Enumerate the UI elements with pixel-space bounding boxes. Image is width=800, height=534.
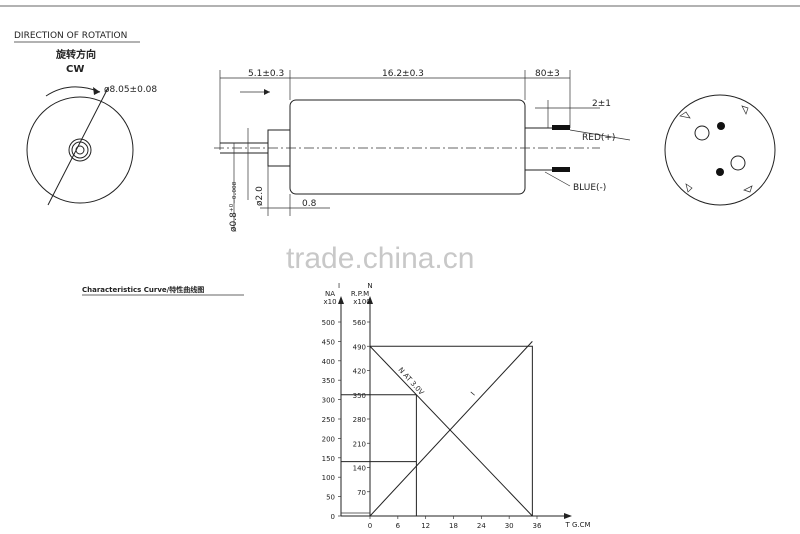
left-tick-label: 200 <box>322 435 335 443</box>
x-axis-label: T G.CM <box>564 521 590 529</box>
left-tick-label: 250 <box>322 416 335 424</box>
left-tick-label: 100 <box>322 474 335 482</box>
left-tick-label: 50 <box>326 494 335 502</box>
rotation-arrow-arc <box>45 86 101 97</box>
side-view: 5.1±0.3 16.2±0.3 80±3 2±1 RED(+) BLUE(-) <box>214 69 631 232</box>
left-tick-label: 500 <box>322 319 335 327</box>
left-arrowhead <box>264 89 270 95</box>
wire-red-label: RED(+) <box>582 133 615 143</box>
left-tick-label: 0 <box>331 513 335 521</box>
wire-blue-tip <box>552 167 570 172</box>
direction-block: DIRECTION OF ROTATION 旋转方向 CW <box>14 31 140 75</box>
left-axis-unit: NA <box>325 290 335 298</box>
x-tick-label: 18 <box>449 522 458 530</box>
left-axis-arrow <box>338 296 344 304</box>
rear-notch-tl <box>679 111 691 119</box>
dim-body: 16.2±0.3 <box>382 69 424 79</box>
right-tick-label: 280 <box>353 416 366 424</box>
right-tick-label: 420 <box>353 368 366 376</box>
right-axis-label: N <box>367 282 372 290</box>
right-axis-arrow <box>367 296 373 304</box>
left-tick-label: 400 <box>322 358 335 366</box>
rear-outer-circle <box>664 94 776 206</box>
rotation-arrowhead <box>93 87 100 95</box>
wire-red-tip <box>552 125 570 130</box>
rear-notch-tr <box>741 105 749 115</box>
series-i-line <box>369 341 533 517</box>
rear-terminal-bottom <box>716 168 724 176</box>
series-label-i: I <box>469 391 476 398</box>
left-tick-label: 450 <box>322 338 335 346</box>
wire-blue-label: BLUE(-) <box>573 183 606 193</box>
left-tick-label: 350 <box>322 377 335 385</box>
rear-notch-br <box>743 185 753 193</box>
left-tick-label: 150 <box>322 455 335 463</box>
series-n-line <box>369 345 533 517</box>
front-outer-circle <box>26 96 134 204</box>
rear-hole-left <box>694 125 710 141</box>
left-axis-label: I <box>338 282 340 290</box>
watermark: trade.china.cn <box>286 242 474 275</box>
front-view: ø8.05±0.08 <box>26 85 157 206</box>
right-tick-label: 350 <box>353 392 366 400</box>
x-tick-label: 30 <box>505 522 514 530</box>
right-axis-unit: R.P.M <box>351 290 369 298</box>
left-axis-scale: x10 <box>323 298 336 306</box>
direction-title: DIRECTION OF ROTATION <box>14 31 127 41</box>
direction-cn: 旋转方向 <box>55 48 96 61</box>
x-axis-arrow <box>564 513 572 519</box>
front-hub-outer <box>68 138 92 162</box>
front-diameter-line <box>47 87 109 206</box>
motor-body <box>289 99 526 195</box>
right-tick-label: 210 <box>353 440 366 448</box>
rear-hole-right <box>730 155 746 171</box>
x-tick-label: 36 <box>533 522 542 530</box>
shaft-dia-label: ø0.8⁺⁰₋₀.₀₀₈ <box>229 181 239 232</box>
rear-view <box>664 94 776 206</box>
front-diameter-label: ø8.05±0.08 <box>104 85 157 95</box>
boss-dia-label: ø2.0 <box>255 186 265 206</box>
curve-title: Characteristics Curve/特性曲线图 <box>82 285 204 294</box>
x-tick-label: 6 <box>396 522 401 530</box>
right-tick-label: 560 <box>353 319 366 327</box>
wire-blue-leader <box>544 171 571 187</box>
rear-notch-bl <box>685 183 693 193</box>
right-tick-label: 70 <box>357 489 366 497</box>
direction-value: CW <box>66 64 84 75</box>
lead-dim: 2±1 <box>592 99 611 109</box>
dim-right: 80±3 <box>535 69 560 79</box>
x-tick-label: 0 <box>368 522 372 530</box>
right-axis-scale: x100 <box>353 298 371 306</box>
right-tick-label: 140 <box>353 465 366 473</box>
wire-red-leader <box>569 129 631 141</box>
x-tick-label: 24 <box>477 522 486 530</box>
right-tick-label: 490 <box>353 343 366 351</box>
front-hub-mid <box>71 141 89 159</box>
plot-frame <box>369 345 533 517</box>
series-label-n: N AT 3.0V <box>397 366 426 397</box>
characteristics-chart: I NA x10 N R.P.M x100 T G.CM N AT 3.0V I… <box>322 282 591 530</box>
left-tick-label: 300 <box>322 397 335 405</box>
rear-terminal-top <box>717 122 725 130</box>
boss-len-label: 0.8 <box>302 199 317 209</box>
x-tick-label: 12 <box>421 522 430 530</box>
dim-left: 5.1±0.3 <box>248 69 284 79</box>
